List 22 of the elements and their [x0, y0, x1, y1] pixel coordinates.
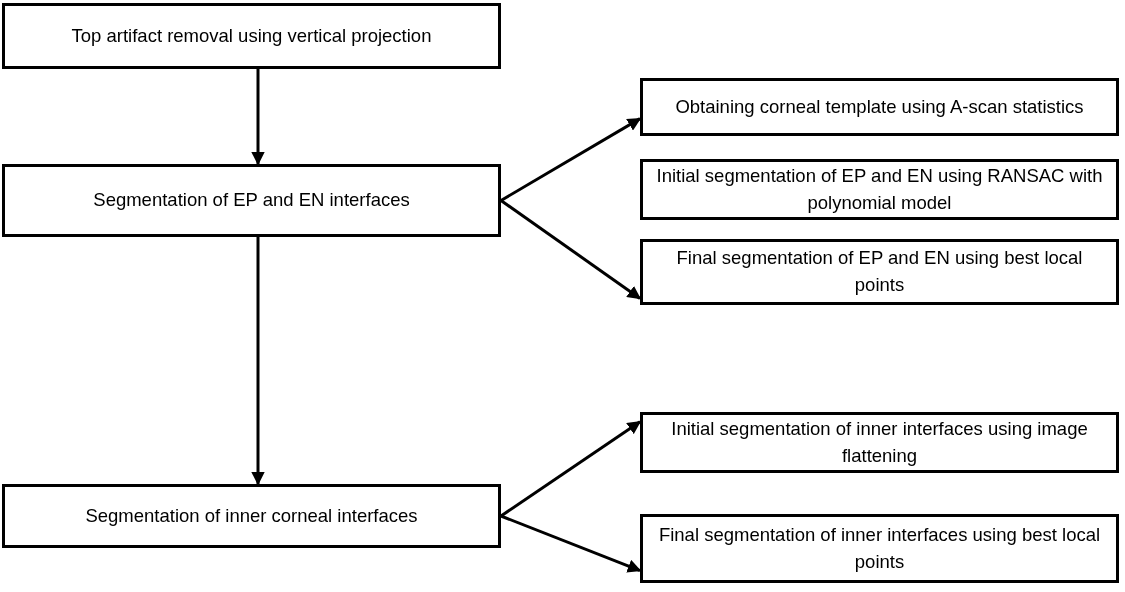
arrow — [500, 117, 642, 202]
process-box — [2, 164, 501, 237]
process-box — [640, 239, 1119, 305]
process-box — [640, 514, 1119, 583]
process-box — [2, 484, 501, 548]
process-box — [640, 159, 1119, 220]
process-box — [640, 78, 1119, 136]
step-text: Initial segmentation of EP and EN using RANSAC with polynomial model — [655, 163, 1104, 215]
step-text: Segmentation of EP and EN interfaces — [93, 188, 410, 213]
step-text: Top artifact removal using vertical projection — [71, 23, 432, 48]
arrow — [251, 237, 265, 486]
step-text: Obtaining corneal template using A-scan statistics — [675, 94, 1084, 119]
process-box — [640, 412, 1119, 473]
process-box — [2, 3, 501, 69]
arrow — [500, 420, 642, 518]
step-text: Final segmentation of EP and EN using best local points — [675, 246, 1084, 297]
arrow — [251, 69, 265, 166]
step-text: Segmentation of inner corneal interfaces — [85, 503, 418, 528]
arrow — [500, 514, 642, 573]
step-text: Final segmentation of inner interfaces using best local points — [657, 522, 1102, 574]
arrow — [500, 199, 642, 300]
step-text: Initial segmentation of inner interfaces using image flattening — [670, 416, 1089, 468]
